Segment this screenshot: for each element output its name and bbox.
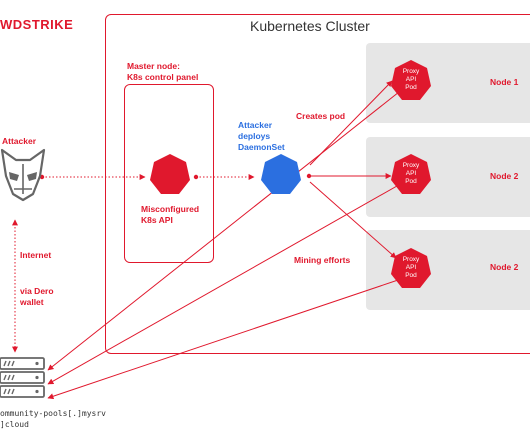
proxy-pod-3-line3: Pod [405, 272, 417, 279]
creates-pod-label: Creates pod [296, 111, 346, 121]
mining-pool-domain-line2: ]cloud [0, 420, 29, 429]
proxy-pod-2-line2: API [405, 170, 417, 177]
server-stack-icon [0, 357, 45, 398]
proxy-pod-1-line1: Proxy [402, 68, 420, 75]
node-label-1: Node 1 [490, 77, 519, 87]
proxy-pod-2-line1: Proxy [402, 162, 420, 169]
proxy-pod-1-line2: API [405, 76, 417, 83]
daemonset-connector-dot [306, 173, 312, 179]
proxy-pod-3-line2: API [405, 264, 417, 271]
master-node-box [124, 84, 214, 263]
attacker-icon [0, 148, 46, 202]
brand-logo-text: WDSTRIKE [0, 17, 74, 32]
proxy-pod-label-1: Proxy API Pod [391, 68, 431, 92]
api-connector-dot [193, 174, 199, 180]
daemonset-label-line2: deploys [238, 131, 271, 141]
via-dero-wallet-line1: via Dero [20, 286, 54, 296]
proxy-pod-1-line3: Pod [405, 84, 417, 91]
misconfigured-api-label-line1: Misconfigured [141, 204, 200, 214]
proxy-pod-icon-3 [391, 248, 431, 288]
misconfigured-api-label: Misconfigured K8s API [141, 204, 199, 226]
daemonset-label-line3: DaemonSet [238, 142, 285, 152]
proxy-pod-label-2: Proxy API Pod [391, 162, 431, 186]
mining-arrow-node2 [47, 181, 405, 385]
internet-label: Internet [20, 250, 52, 260]
k8s-api-icon [150, 154, 190, 194]
proxy-pod-icon-2 [391, 154, 431, 194]
mining-pool-domain-line1: ommunity-pools[.]mysrv [0, 409, 106, 418]
misconfigured-api-label-line2: K8s API [141, 215, 173, 225]
proxy-pod-label-3: Proxy API Pod [391, 256, 431, 280]
proxy-pod-icon-1 [391, 60, 431, 100]
master-node-title: Master node: K8s control panel [127, 61, 198, 83]
via-dero-wallet-line2: wallet [20, 297, 44, 307]
master-node-title-line1: Master node: [127, 61, 180, 71]
attacker-label: Attacker [2, 136, 37, 146]
proxy-pod-2-line3: Pod [405, 178, 417, 185]
daemonset-label-line1: Attacker [238, 120, 273, 130]
cluster-title: Kubernetes Cluster [250, 18, 370, 34]
mining-arrow-node1 [47, 87, 405, 371]
master-node-title-line2: K8s control panel [127, 72, 199, 82]
mining-pool-domain: ommunity-pools[.]mysrv ]cloud [0, 408, 106, 430]
mining-arrow-node3 [47, 277, 405, 400]
daemonset-label: Attacker deploys DaemonSet [238, 120, 285, 153]
node-label-3: Node 2 [490, 262, 519, 272]
via-dero-wallet-label: via Dero wallet [20, 286, 54, 308]
proxy-pod-3-line1: Proxy [402, 256, 420, 263]
daemonset-to-node3-arrow [309, 181, 397, 259]
node-label-2: Node 2 [490, 171, 519, 181]
daemonset-icon [261, 154, 301, 194]
kubernetes-cluster-box [105, 14, 530, 354]
mining-efforts-label: Mining efforts [294, 255, 351, 265]
